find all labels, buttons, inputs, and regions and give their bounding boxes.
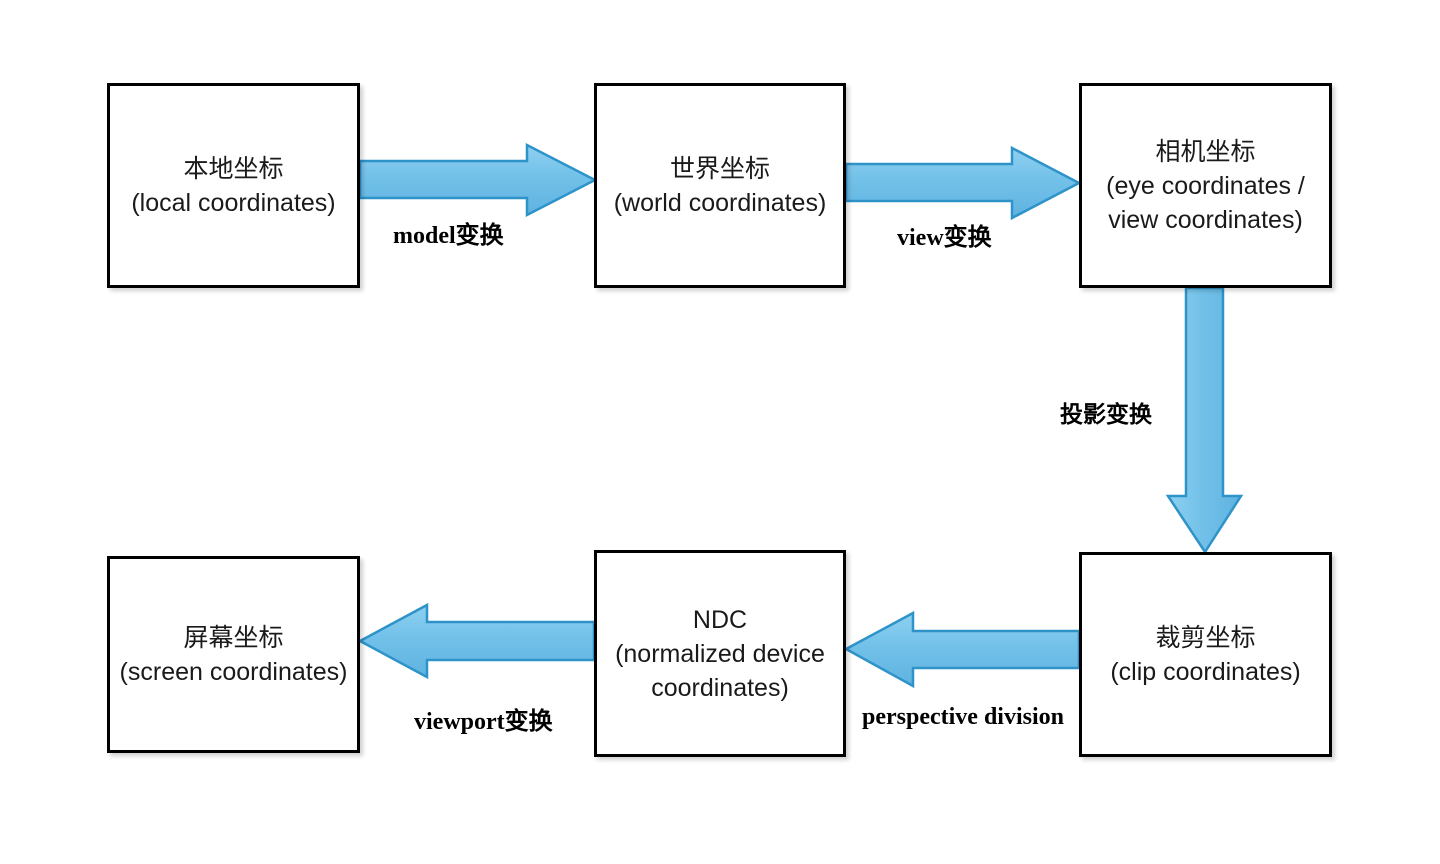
node-world-line2: (world coordinates) [613, 188, 827, 217]
edge-label-view: view变换 [897, 225, 992, 251]
edge-label-projection: 投影变换 [1060, 401, 1152, 427]
node-ndc-coordinates[interactable]: NDC (normalized device coordinates) [594, 550, 846, 757]
node-screen-line2: (screen coordinates) [119, 657, 348, 686]
edge-label-perspective-division: perspective division [862, 704, 1064, 730]
node-local-coordinates[interactable]: 本地坐标 (local coordinates) [107, 83, 360, 288]
node-clip-line2: (clip coordinates) [1110, 657, 1301, 686]
node-clip-line1: 裁剪坐标 [1155, 623, 1256, 652]
node-eye-line3: view coordinates) [1108, 205, 1303, 234]
node-world-coordinates[interactable]: 世界坐标 (world coordinates) [594, 83, 846, 288]
node-world-line1: 世界坐标 [669, 154, 770, 183]
node-local-line2: (local coordinates) [131, 188, 336, 217]
node-ndc-line3: coordinates) [651, 673, 789, 702]
edge-label-model: model变换 [393, 223, 504, 249]
node-screen-coordinates[interactable]: 屏幕坐标 (screen coordinates) [107, 556, 360, 753]
node-screen-line1: 屏幕坐标 [183, 623, 284, 652]
node-ndc-line1: NDC [692, 605, 748, 634]
edge-label-viewport: viewport变换 [414, 709, 553, 735]
node-eye-line1: 相机坐标 [1155, 137, 1256, 166]
arrow-projection [1165, 286, 1244, 555]
node-clip-coordinates[interactable]: 裁剪坐标 (clip coordinates) [1079, 552, 1332, 757]
node-ndc-line2: (normalized device [615, 639, 825, 668]
node-eye-coordinates[interactable]: 相机坐标 (eye coordinates / view coordinates… [1079, 83, 1332, 288]
node-local-line1: 本地坐标 [183, 154, 284, 183]
arrow-view [844, 145, 1082, 221]
arrow-viewport [357, 602, 596, 680]
arrow-model [358, 142, 598, 218]
arrow-perspective-division [843, 610, 1081, 689]
node-eye-line2: (eye coordinates / [1106, 171, 1305, 200]
